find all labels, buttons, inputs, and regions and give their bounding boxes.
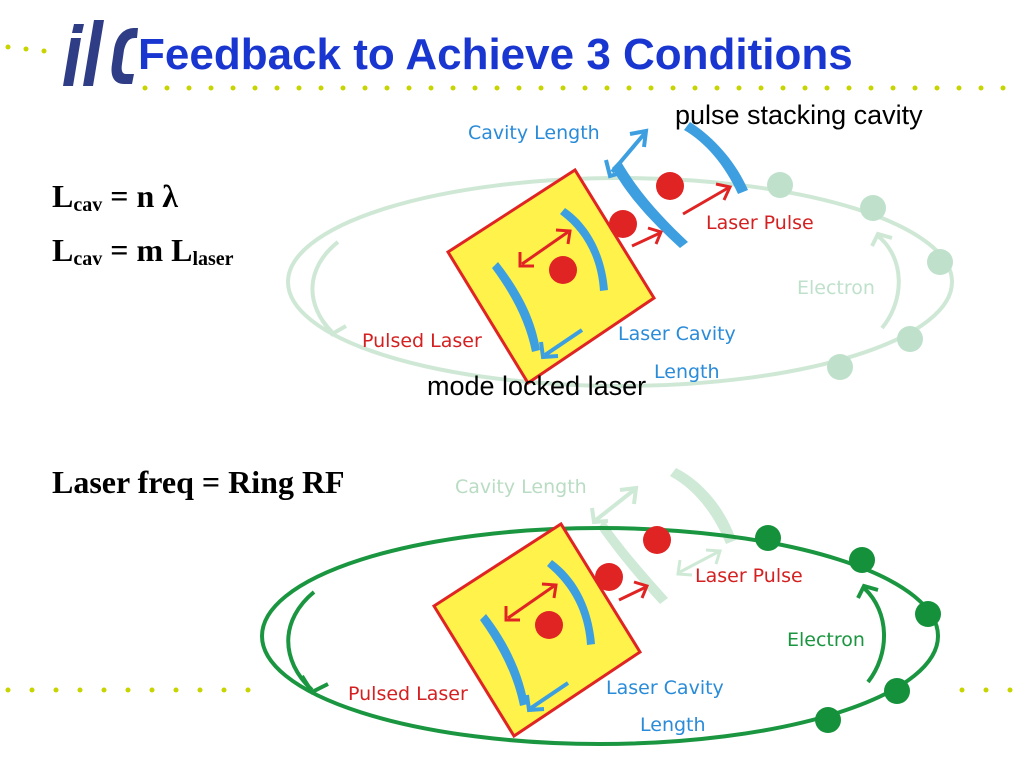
top-length-label: Length <box>654 361 720 383</box>
top-cavity-length-label: Cavity Length <box>468 122 600 144</box>
top-pulse-stacking-cavity <box>604 122 748 248</box>
bottom-cavity-length-label: Cavity Length <box>455 476 587 498</box>
top-laser-cavity-label: Laser Cavity <box>618 323 736 345</box>
top-laser-pulse-label: Laser Pulse <box>706 212 814 234</box>
top-pulsed-laser-label: Pulsed Laser <box>362 330 482 352</box>
bottom-ring <box>260 526 940 746</box>
eq1-sub: cav <box>73 194 103 216</box>
bottom-laser-pulses <box>595 526 671 602</box>
mode-locked-laser-note: mode locked laser <box>427 371 647 401</box>
bottom-pulsed-laser-label: Pulsed Laser <box>348 683 468 705</box>
bottom-length-label: Length <box>640 714 706 736</box>
ilc-logo <box>63 20 138 86</box>
eq2-rest: = m L <box>102 232 193 268</box>
bottom-laser-box <box>431 521 643 739</box>
equation-laser-freq: Laser freq = Ring RF <box>52 464 345 500</box>
eq1-base: L <box>52 178 74 214</box>
equation-lcav-m-llaser: Lcav = m Llaser <box>52 232 234 270</box>
top-electron-label: Electron <box>797 277 875 299</box>
bottom-electron-label: Electron <box>787 629 865 651</box>
eq2-sub: cav <box>73 248 103 270</box>
top-laser-box <box>445 167 657 386</box>
top-laser-pulses <box>609 172 733 248</box>
bottom-electron-bunches <box>755 525 941 733</box>
equation-lcav-n-lambda: Lcav = n λ <box>52 178 178 216</box>
slide-title: Feedback to Achieve 3 Conditions <box>138 30 853 79</box>
bottom-laser-cavity-label: Laser Cavity <box>606 677 724 699</box>
eq1-rest: = n λ <box>102 178 178 214</box>
bottom-laser-pulse-label: Laser Pulse <box>695 565 803 587</box>
top-electron-bunches <box>767 172 953 380</box>
bottom-cavity-ghost <box>590 468 736 604</box>
pulse-stacking-cavity-note: pulse stacking cavity <box>675 100 923 130</box>
eq2-sub2: laser <box>192 248 234 270</box>
eq2-base: L <box>52 232 74 268</box>
